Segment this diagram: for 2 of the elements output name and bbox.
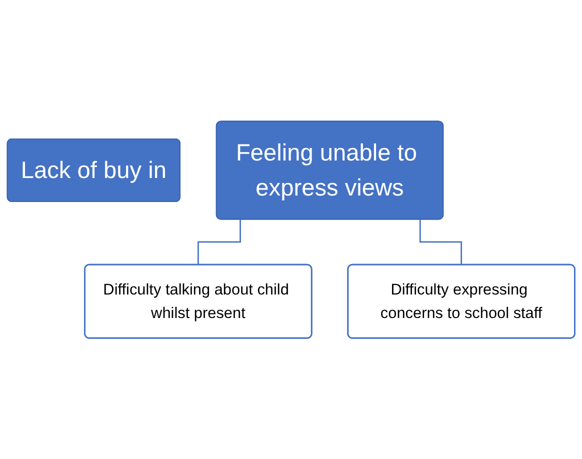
connector (198, 220, 241, 266)
connector (419, 220, 462, 266)
